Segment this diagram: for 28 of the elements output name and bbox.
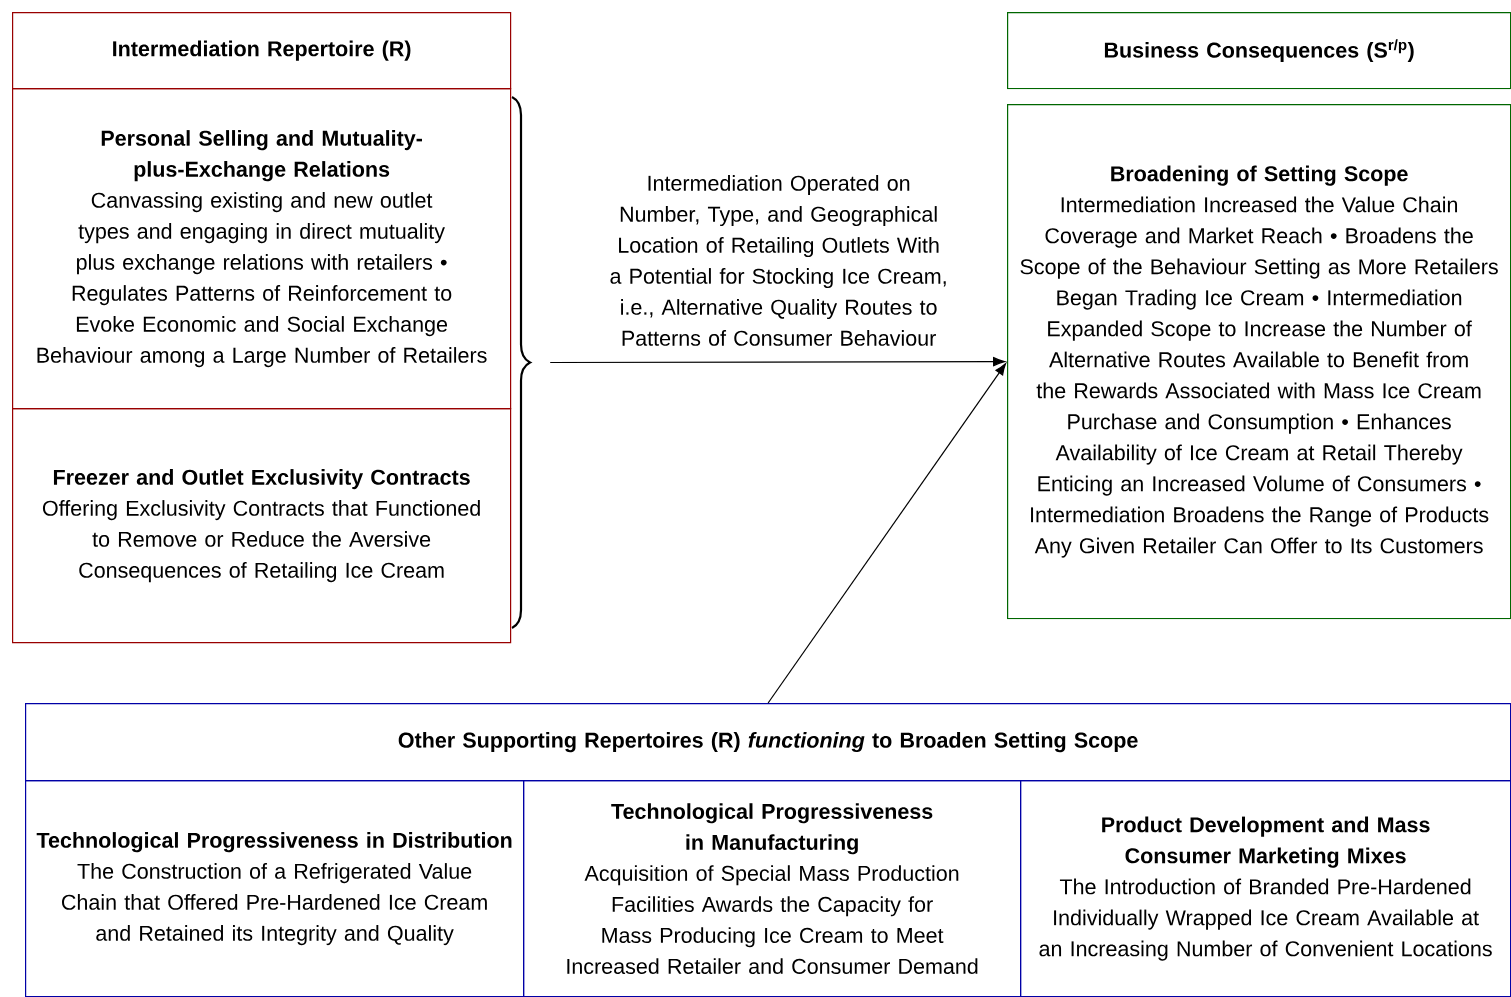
header-text: Other Supporting Repertoires (R) functioning to Broaden Setting Scope [398,732,1138,753]
box-heading: Product Development and Mass Consumer Marketing Mixes [1102,816,1430,868]
box-text: The Introduction of Branded Pre-Hardened Individually Wrapped Ice Cream Available at an Increasing Number of Convenient Locations [1039,878,1492,961]
box-text: The Construction of a Refrigerated Value Chain that Offered Pre-Hardened Ice Cream and Retained its Integrity and Quality [62,863,487,946]
box-heading: Freezer and Outlet Exclusivity Contracts [53,469,470,490]
arrow [549,357,1006,367]
box-text: Offering Exclusivity Contracts that Functioned to Remove or Reduce the Aversive Consequences of Retailing Ice Cream [42,500,480,583]
text-box [12,408,512,644]
arrow [767,363,1007,704]
box-text: Acquisition of Special Mass Production Facilities Awards the Capacity for Mass Producing Ice Cream to Meet Increased Retailer and Consumer Demand [567,865,978,974]
box-text: Intermediation Increased the Value Chain Coverage and Market Reach • Broadens the Scope of the Behaviour Setting as More Retailers Began Trading Ice Cream • Intermediation Expanded Scope to Increase the Number of Alternative Routes Available to Benefit from the Rewards Associated with Mass Ice Cream Purchase and Consumption • Enhances Availability of Ice Cream at Retail Thereby Enticing an Increased Volume of Consumers • Intermediation Broadens the Range of Products Any Given Retailer Can Offer to Its Customers [1020,196,1498,558]
edge-label: Intermediation Operated on Number, Type, and Geographical Location of Retailing Outlets With a Potential for Stocking Ice Cream, i.e., Alternative Quality Routes to Patterns of Consumer Behaviour [610,175,946,346]
brace [511,96,532,629]
box-heading: Personal Selling and Mutuality-plus-Exchange Relations [101,130,422,182]
text-box [1007,104,1511,620]
text-box [1020,780,1511,997]
text-box [12,88,512,410]
header-box [12,12,512,90]
box-text: Canvassing existing and new outlet types and engaging in direct mutuality plus exchange relations with retailers • Regulates Patterns of Reinforcement to Evoke Economic and Social Exchange Behaviour among a Large Number of Retailers [37,192,487,368]
text-box [523,780,1022,997]
box-heading: Technological Progressiveness in Distribution [36,832,512,853]
header-box [1007,12,1511,90]
header-text: Intermediation Repertoire (R) [113,40,411,61]
box-heading: Broadening of Setting Scope [1111,165,1408,186]
header-text: Business Consequences (S$^{r/p}$) [1104,39,1414,63]
box-heading: Technological Progressiveness in Manufacturing [611,803,933,855]
header-box [25,703,1511,782]
text-box [25,780,525,997]
